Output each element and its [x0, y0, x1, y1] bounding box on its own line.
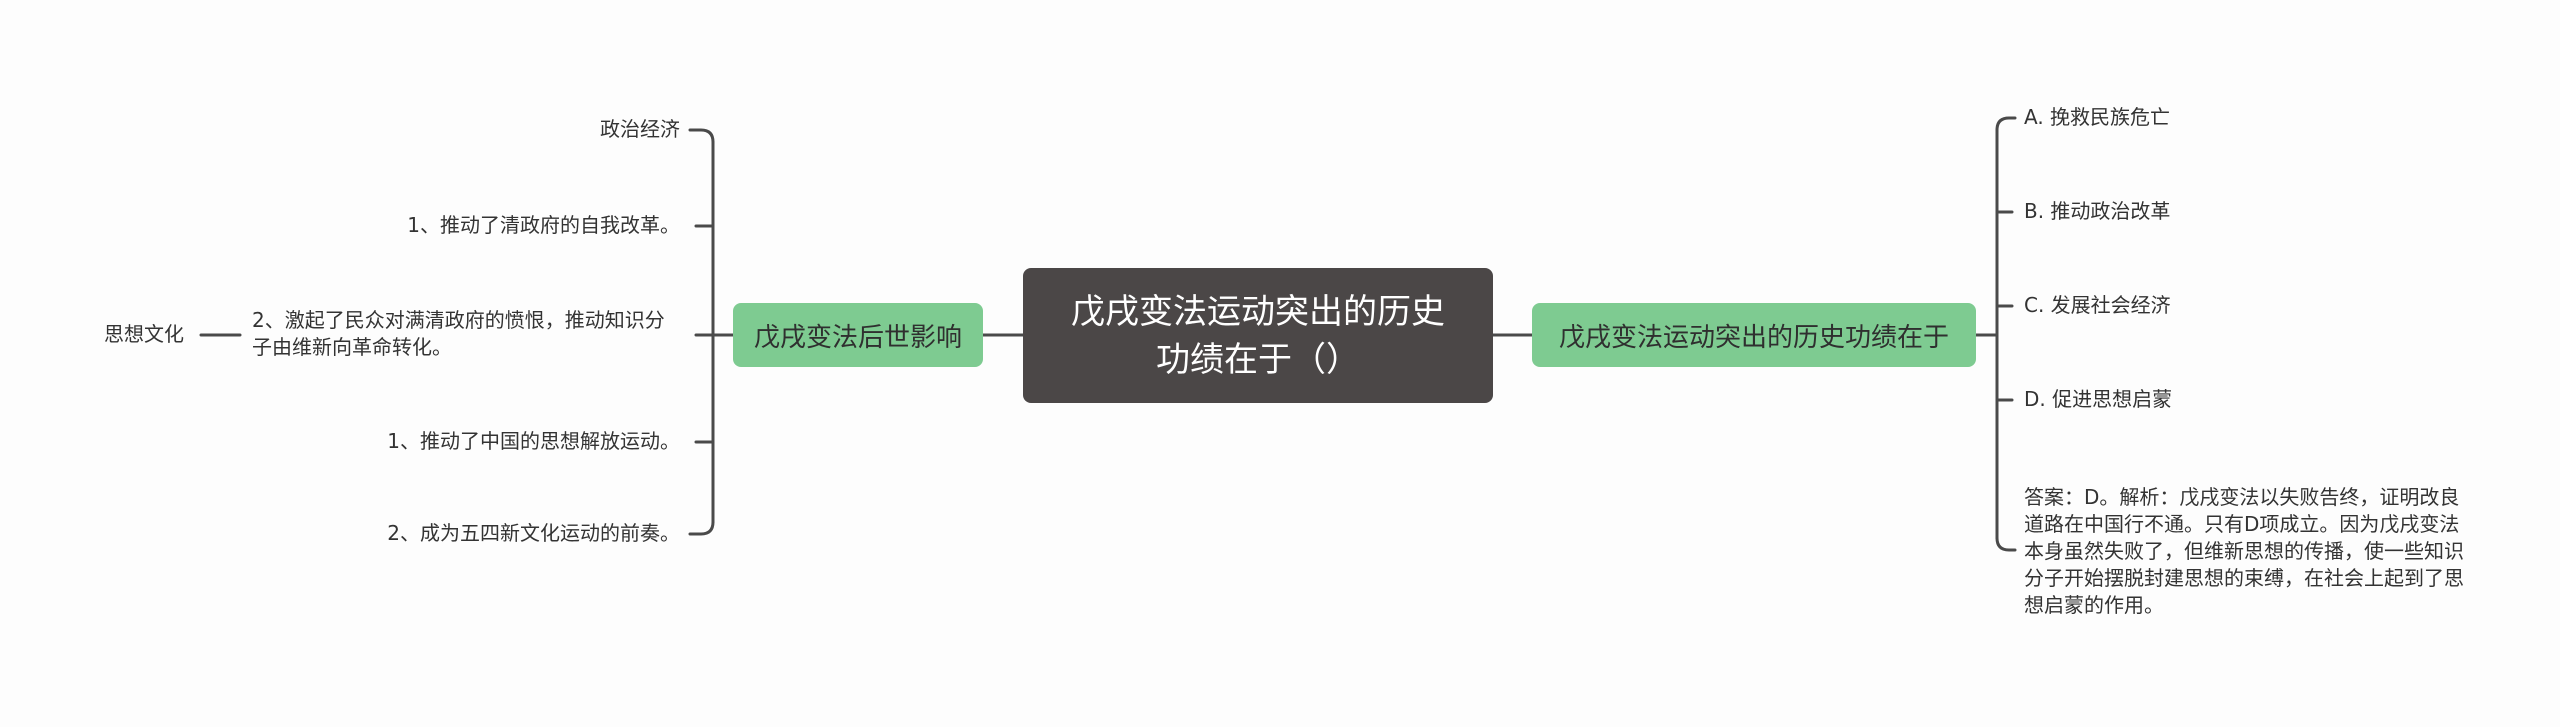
left-leaf-qing-reform[interactable]: 1、推动了清政府的自我改革。: [407, 213, 680, 237]
left-leaf-public-resentment[interactable]: 2、激起了民众对满清政府的愤恨，推动知识分子由维新向革命转化。: [252, 308, 665, 359]
option-c-leaf[interactable]: C. 发展社会经济: [2024, 293, 2171, 317]
left-leaf-thought-liberation[interactable]: 1、推动了中国的思想解放运动。: [387, 429, 680, 453]
answer-explanation-leaf[interactable]: 答案：D。解析：戊戌变法以失败告终，证明改良道路在中国行不通。只有D项成立。因为…: [2024, 485, 2464, 617]
root-topic-text: 戊戌变法运动突出的历史 功绩在于（）: [1071, 288, 1445, 384]
root-topic-line-1: 戊戌变法运动突出的历史: [1071, 291, 1445, 332]
left-leaf-may-fourth-prelude[interactable]: 2、成为五四新文化运动的前奏。: [387, 521, 680, 545]
right-branch-node[interactable]: 戊戌变法运动突出的历史功绩在于: [1532, 303, 1976, 367]
option-b-leaf[interactable]: B. 推动政治改革: [2024, 199, 2171, 223]
left-bracket-top: [688, 128, 715, 144]
root-topic-node[interactable]: 戊戌变法运动突出的历史 功绩在于（）: [1023, 268, 1493, 403]
right-bracket-bottom: [1995, 536, 2017, 552]
sub-node-thought-culture[interactable]: 思想文化: [104, 322, 184, 346]
left-branch-label: 戊戌变法后世影响: [753, 322, 962, 353]
right-branch-label: 戊戌变法运动突出的历史功绩在于: [1558, 322, 1949, 353]
left-leaf-political-economy[interactable]: 政治经济: [600, 117, 680, 141]
right-bracket-top: [1995, 116, 2017, 132]
left-bracket-bottom: [688, 520, 715, 536]
option-a-leaf[interactable]: A. 挽救民族危亡: [2024, 105, 2171, 129]
root-topic-line-2: 功绩在于（）: [1156, 339, 1360, 380]
left-branch-node[interactable]: 戊戌变法后世影响: [733, 303, 983, 367]
option-d-leaf[interactable]: D. 促进思想启蒙: [2024, 387, 2173, 411]
